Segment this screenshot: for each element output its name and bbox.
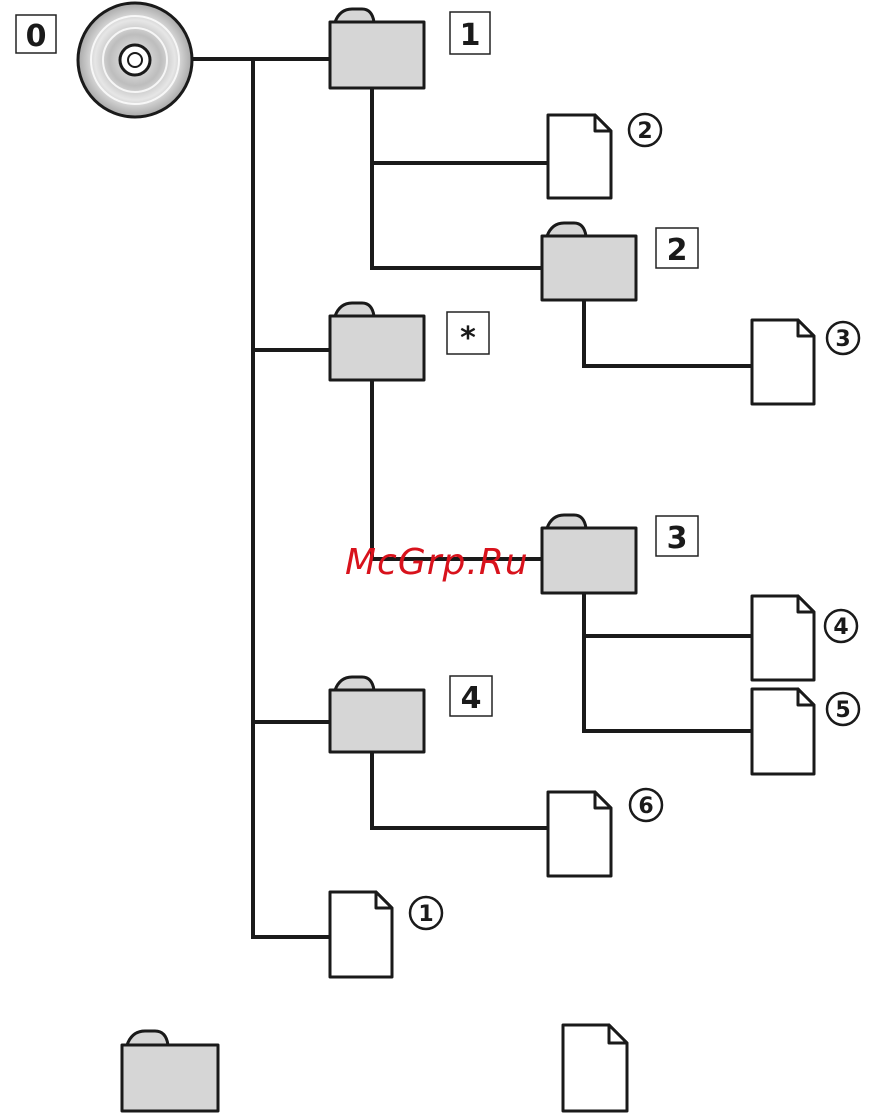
- folder-label: 4: [450, 676, 492, 716]
- file-node-2: 2: [548, 114, 661, 198]
- file-number-label: 1: [410, 897, 442, 929]
- file-icon: [548, 115, 611, 198]
- folder-icon: [542, 223, 636, 300]
- file-node-4: 4: [752, 596, 857, 680]
- root-node: 0: [16, 3, 192, 117]
- folder-node-4: 4: [330, 676, 492, 752]
- legend-folder-icon: [122, 1031, 218, 1111]
- file-number-label: 5: [827, 693, 859, 725]
- file-icon: [752, 689, 814, 774]
- legend-file-icon: [563, 1025, 627, 1111]
- folder-icon: [542, 515, 636, 593]
- svg-text:3: 3: [667, 521, 688, 556]
- folder-label: 2: [656, 228, 698, 268]
- watermark-text: McGrp.Ru: [345, 542, 529, 583]
- folder-node-star: *: [330, 303, 489, 380]
- tree-connectors: [190, 59, 752, 937]
- file-number-label: 4: [825, 610, 857, 642]
- folder-label: 1: [450, 12, 490, 54]
- disc-icon: [78, 3, 192, 117]
- legend: [122, 1025, 627, 1111]
- svg-text:4: 4: [461, 681, 482, 716]
- folder-node-3: 3: [542, 515, 698, 593]
- file-number-label: 3: [827, 322, 859, 354]
- folder-node-1: 1: [330, 9, 490, 88]
- svg-text:6: 6: [638, 794, 653, 819]
- svg-text:5: 5: [835, 698, 850, 723]
- file-node-5: 5: [752, 689, 859, 774]
- root-label: 0: [16, 15, 56, 54]
- svg-text:0: 0: [26, 19, 47, 54]
- file-icon: [752, 596, 814, 680]
- file-node-1: 1: [330, 892, 442, 977]
- folder-label: *: [447, 312, 489, 356]
- file-icon: [330, 892, 392, 977]
- folder-icon: [330, 303, 424, 380]
- file-icon: [548, 792, 611, 876]
- svg-text:1: 1: [460, 18, 481, 53]
- svg-text:2: 2: [637, 119, 652, 144]
- file-node-6: 6: [548, 789, 662, 876]
- file-node-3: 3: [752, 320, 859, 404]
- svg-text:2: 2: [667, 233, 688, 268]
- file-number-label: 2: [629, 114, 661, 146]
- svg-text:*: *: [460, 321, 476, 356]
- folder-icon: [330, 677, 424, 752]
- folder-label: 3: [656, 516, 698, 556]
- svg-text:3: 3: [835, 327, 850, 352]
- folder-node-2: 2: [542, 223, 698, 300]
- file-number-label: 6: [630, 789, 662, 821]
- svg-text:4: 4: [833, 615, 848, 640]
- svg-text:1: 1: [418, 902, 433, 927]
- file-icon: [752, 320, 814, 404]
- folder-icon: [330, 9, 424, 88]
